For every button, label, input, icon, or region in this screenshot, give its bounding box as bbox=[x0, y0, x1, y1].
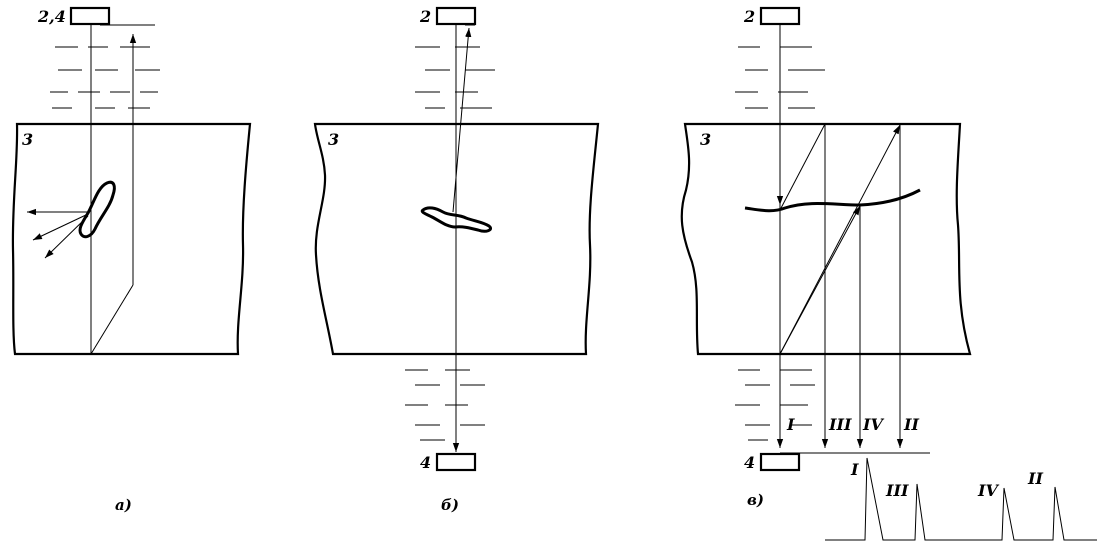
flaw-b bbox=[420, 206, 493, 233]
flaw-a bbox=[78, 180, 116, 239]
beam-paths-c bbox=[776, 24, 904, 448]
transducer-label-4-c: 4 bbox=[744, 453, 755, 472]
panel-a: 2,4 3 а) bbox=[11, 6, 252, 514]
transducer-label-2-b: 2 bbox=[419, 7, 431, 26]
panel-c: 2 3 4 I bbox=[680, 6, 1097, 541]
couplant-liquid-bottom-b bbox=[405, 369, 485, 441]
beam-paths-b bbox=[452, 24, 472, 452]
specimen-label-a: 3 bbox=[22, 130, 33, 149]
flaw-c bbox=[744, 188, 921, 213]
transducer-label-2-c: 2 bbox=[743, 7, 755, 26]
panel-b: 2 3 4 б) bbox=[313, 6, 600, 514]
specimen-label-c: 3 bbox=[700, 130, 711, 149]
pulse-label-iii: III bbox=[885, 481, 909, 500]
specimen-b bbox=[313, 122, 600, 356]
transducer-4-b bbox=[435, 452, 477, 472]
couplant-liquid-bottom-c bbox=[735, 369, 815, 441]
transducer-2-b bbox=[435, 6, 477, 26]
transducer-2-c bbox=[759, 6, 801, 26]
couplant-liquid-top bbox=[50, 24, 160, 109]
path-label-i: I bbox=[786, 415, 795, 434]
pulse-label-i: I bbox=[850, 460, 859, 479]
pulse-trace bbox=[825, 457, 1097, 541]
pulse-label-iv: IV bbox=[977, 481, 999, 500]
caption-c: в) bbox=[747, 491, 764, 509]
transducer-4-c bbox=[759, 452, 801, 472]
path-label-iv: IV bbox=[862, 415, 884, 434]
couplant-liquid-top-b bbox=[415, 24, 495, 109]
path-label-ii: II bbox=[903, 415, 919, 434]
path-label-iii: III bbox=[828, 415, 852, 434]
caption-a: а) bbox=[115, 496, 132, 514]
transducer-label-2-4: 2,4 bbox=[37, 7, 66, 26]
transducer-2-4 bbox=[69, 6, 111, 26]
pulse-label-ii: II bbox=[1027, 469, 1043, 488]
couplant-liquid-top-c bbox=[735, 46, 825, 109]
specimen-label-b: 3 bbox=[328, 130, 339, 149]
specimen-a bbox=[11, 122, 252, 356]
beam-paths-a bbox=[27, 24, 137, 355]
specimen-c bbox=[680, 122, 972, 356]
caption-b: б) bbox=[441, 496, 459, 514]
transducer-label-4-b: 4 bbox=[420, 453, 431, 472]
